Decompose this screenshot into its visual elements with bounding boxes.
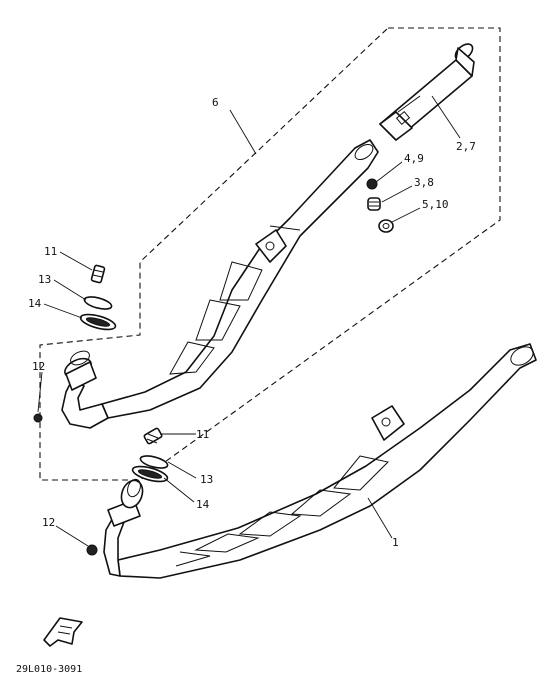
- label-part-11-lower: 11: [196, 428, 209, 441]
- label-part-6: 6: [212, 96, 219, 109]
- muffler-upper: [61, 139, 379, 429]
- label-part-1: 1: [392, 536, 399, 549]
- label-part-12-lower: 12: [42, 516, 55, 529]
- label-part-2-7: 2,7: [456, 140, 476, 153]
- lower-gasket-set: [131, 427, 169, 483]
- leader-lines: [37, 95, 461, 547]
- hardware-stack: [366, 178, 394, 233]
- tail-pipe: [379, 43, 475, 141]
- muffler-lower: [103, 343, 537, 579]
- nut-upper: [33, 413, 43, 423]
- label-part-13-lower: 13: [200, 473, 213, 486]
- label-part-14-upper: 14: [28, 297, 42, 310]
- label-part-13-upper: 13: [38, 273, 51, 286]
- label-part-14-lower: 14: [196, 498, 210, 511]
- assembly-boundary: [39, 27, 501, 481]
- label-part-3-8: 3,8: [414, 176, 434, 189]
- label-part-12-upper: 12: [32, 360, 45, 373]
- drawing-code: 29L010-3091: [16, 664, 82, 675]
- label-part-5-10: 5,10: [422, 198, 449, 211]
- label-part-11-upper: 11: [44, 245, 57, 258]
- label-part-4-9: 4,9: [404, 152, 424, 165]
- nut-lower: [86, 544, 98, 556]
- front-arrow-icon: [43, 617, 83, 647]
